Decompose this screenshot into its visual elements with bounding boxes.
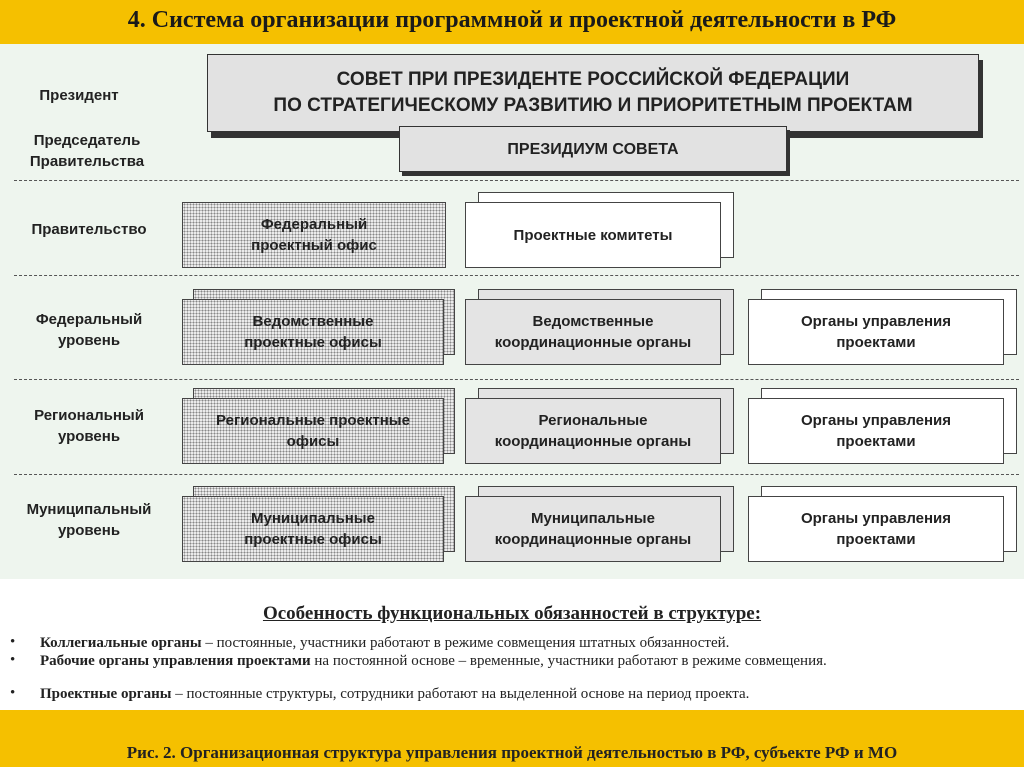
- level-label-chairman: Председатель Правительства: [29, 132, 145, 170]
- bullet-marker: •: [10, 652, 16, 668]
- note-term: Проектные органы: [40, 686, 172, 702]
- note-term: Коллегиальные органы: [40, 635, 202, 651]
- note-text: – постоянные структуры, сотрудники работ…: [171, 686, 750, 702]
- federal-project-mgmt-box: Органы управления проектами: [748, 299, 1004, 365]
- level-divider: [14, 474, 1019, 475]
- title-bar: 4. Система организации программной и про…: [0, 0, 1024, 44]
- council-box: СОВЕТ ПРИ ПРЕЗИДЕНТЕ РОССИЙСКОЙ ФЕДЕРАЦИ…: [207, 54, 979, 132]
- note-item: Проектные органы – постоянные структуры,…: [40, 686, 1000, 702]
- municipal-project-offices-box: Муниципальные проектные офисы: [182, 496, 444, 562]
- note-term: Рабочие органы управления проектами: [40, 653, 311, 669]
- regional-project-offices-box: Региональные проектные офисы: [182, 398, 444, 464]
- notes-section: Особенность функциональных обязанностей …: [0, 579, 1024, 710]
- note-item: Рабочие органы управления проектами на п…: [40, 653, 1000, 669]
- level-divider: [14, 379, 1019, 380]
- level-divider: [14, 180, 1019, 181]
- project-committees-box: Проектные комитеты: [465, 202, 721, 268]
- regional-project-mgmt-box: Органы управления проектами: [748, 398, 1004, 464]
- footer-bar: Рис. 2. Организационная структура управл…: [0, 710, 1024, 767]
- dept-coordination-box: Ведомственные координационные органы: [465, 299, 721, 365]
- note-text: на постоянной основе – временные, участн…: [310, 653, 827, 669]
- bullet-marker: •: [10, 634, 16, 650]
- presidium-box: ПРЕЗИДИУМ СОВЕТА: [399, 126, 787, 172]
- municipal-project-mgmt-box: Органы управления проектами: [748, 496, 1004, 562]
- level-label-municipal: Муниципальный уровень: [26, 501, 152, 539]
- regional-coordination-box: Региональные координационные органы: [465, 398, 721, 464]
- page-title: 4. Система организации программной и про…: [127, 7, 897, 33]
- bullet-marker: •: [10, 685, 16, 701]
- level-divider: [14, 275, 1019, 276]
- level-label-government: Правительство: [31, 221, 147, 238]
- dept-project-offices-box: Ведомственные проектные офисы: [182, 299, 444, 365]
- note-item: Коллегиальные органы – постоянные, участ…: [40, 635, 1000, 651]
- notes-heading: Особенность функциональных обязанностей …: [262, 603, 762, 624]
- figure-caption: Рис. 2. Организационная структура управл…: [126, 743, 898, 762]
- level-label-federal: Федеральный уровень: [35, 311, 143, 349]
- note-text: – постоянные, участники работают в режим…: [201, 635, 730, 651]
- federal-project-office-box: Федеральный проектный офис: [182, 202, 446, 268]
- org-diagram: Президент Председатель Правительства Пра…: [0, 44, 1024, 579]
- level-label-regional: Региональный уровень: [34, 407, 144, 445]
- municipal-coordination-box: Муниципальные координационные органы: [465, 496, 721, 562]
- level-label-president: Президент: [39, 87, 119, 104]
